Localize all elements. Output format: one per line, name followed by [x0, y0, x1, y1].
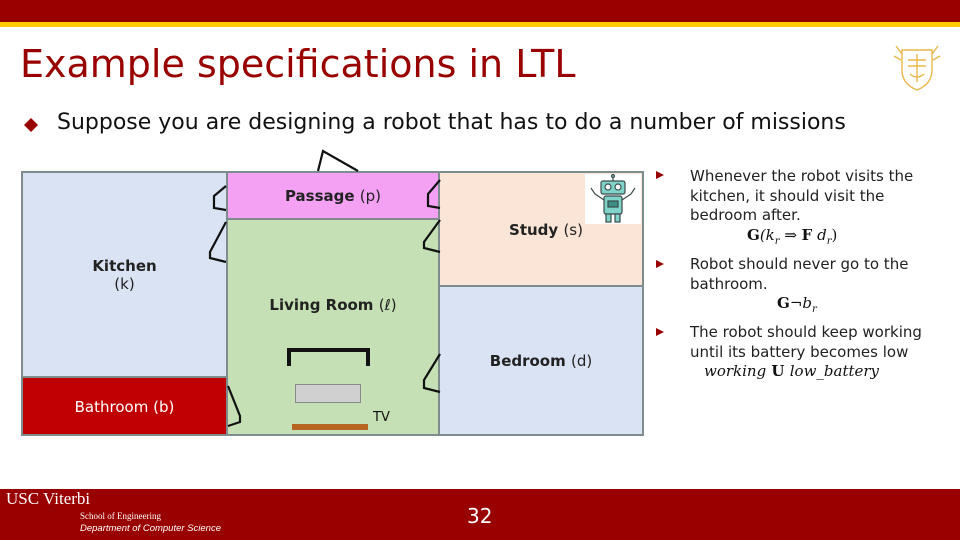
diamond-bullet-icon — [24, 118, 38, 132]
page-number: 32 — [467, 504, 493, 528]
passage-var: (p) — [359, 187, 382, 205]
bathroom-room: Bathroom (b) — [21, 376, 228, 436]
kitchen-var: (k) — [114, 275, 135, 293]
triangle-bullet-icon — [656, 171, 664, 179]
tv-label: TV — [373, 410, 390, 425]
tv-stand — [292, 424, 368, 430]
top-gold-stripe — [0, 22, 960, 27]
spec-3-formula: working U low_battery — [704, 362, 880, 380]
spec-2-formula: G¬br — [777, 294, 817, 315]
kitchen-room: Kitchen (k) — [21, 171, 228, 378]
robot-icon — [585, 174, 641, 224]
bathroom-label: Bathroom — [74, 398, 149, 416]
study-label: Study — [509, 221, 559, 239]
spec-1-text: Whenever the robot visits the kitchen, i… — [690, 167, 914, 224]
kitchen-label: Kitchen — [92, 257, 157, 275]
spec-2-text: Robot should never go to the bathroom. — [690, 255, 909, 293]
main-bullet-text: Suppose you are designing a robot that h… — [57, 110, 846, 135]
tv-unit — [295, 384, 361, 403]
slide-title: Example specifications in LTL — [20, 42, 576, 86]
footer-school: School of Engineering — [80, 511, 161, 521]
footer-department: Department of Computer Science — [80, 523, 221, 534]
bedroom-room: Bedroom (d) — [438, 285, 644, 436]
living-label: Living Room — [269, 296, 374, 314]
top-cardinal-bar — [0, 0, 960, 22]
spec-3-text: The robot should keep working until its … — [690, 323, 922, 361]
passage-room: Passage (p) — [226, 171, 440, 220]
usc-seal-icon — [893, 45, 941, 91]
triangle-bullet-icon — [656, 260, 664, 268]
living-var: (ℓ) — [378, 296, 397, 314]
footer-bar — [0, 489, 960, 540]
bedroom-var: (d) — [570, 352, 593, 370]
study-var: (s) — [563, 221, 583, 239]
footer-brand: USC Viterbi — [6, 489, 91, 508]
bathroom-var: (b) — [153, 398, 175, 416]
spec-1-formula: G(kr ⇒ F dr) — [747, 226, 838, 247]
passage-label: Passage — [284, 187, 355, 205]
living-room: Living Room (ℓ) — [226, 218, 440, 436]
bedroom-label: Bedroom — [489, 352, 566, 370]
triangle-bullet-icon — [656, 328, 664, 336]
